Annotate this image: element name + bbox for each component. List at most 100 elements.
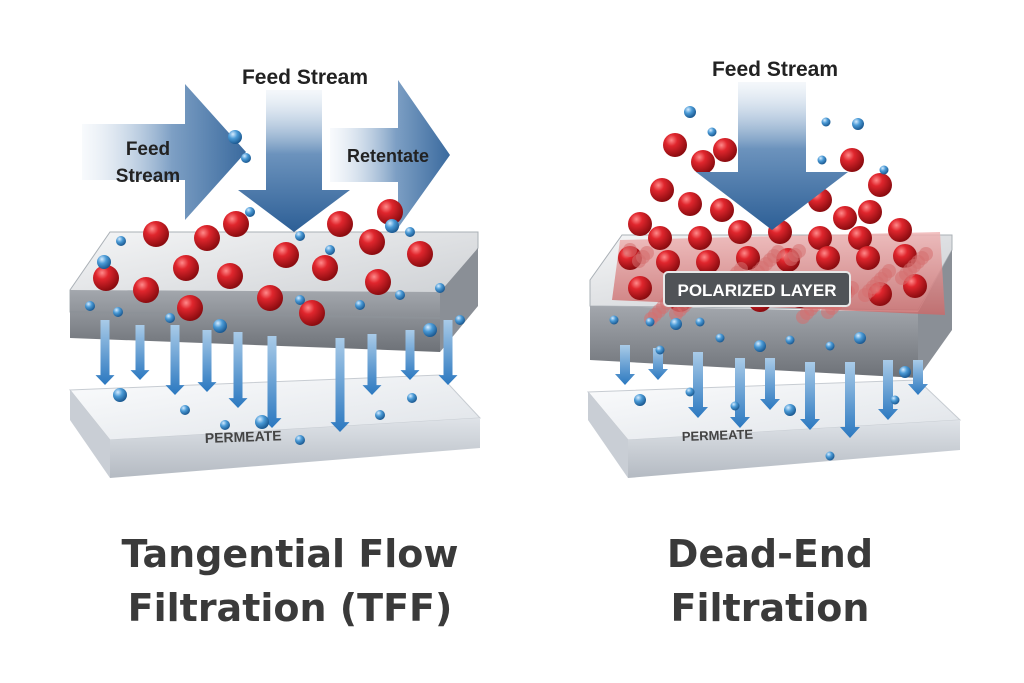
polarized-particle bbox=[632, 254, 646, 268]
retained-particle bbox=[710, 198, 734, 222]
solute-particle bbox=[395, 290, 405, 300]
polarized-particle bbox=[623, 243, 637, 257]
retained-particle bbox=[650, 178, 674, 202]
feed-stream-top-label: Feed Stream bbox=[712, 58, 838, 81]
polarized-particle bbox=[669, 307, 683, 321]
feed-side-arrow bbox=[82, 84, 246, 220]
solute-particle bbox=[899, 366, 911, 378]
solute-particle bbox=[821, 117, 831, 127]
solute-particle bbox=[220, 420, 230, 430]
permeate-flow-arrow bbox=[362, 334, 382, 395]
retained-particle bbox=[888, 218, 912, 242]
polarized-particle bbox=[821, 305, 835, 319]
retained-particle bbox=[327, 211, 353, 237]
solute-particle bbox=[295, 231, 305, 241]
retained-particle bbox=[696, 250, 720, 274]
retained-particle bbox=[816, 246, 840, 270]
solute-particle bbox=[852, 118, 864, 130]
permeate-flow-arrow bbox=[400, 330, 420, 380]
solute-particle bbox=[255, 415, 269, 429]
retained-particle bbox=[133, 277, 159, 303]
permeate-flow-arrow bbox=[908, 360, 928, 395]
solute-particle bbox=[785, 335, 795, 345]
dead-end-panel: PERMEATE Feed Stream POLARIZED LAYER bbox=[586, 58, 962, 478]
retained-particle bbox=[143, 221, 169, 247]
solute-particle bbox=[241, 153, 251, 163]
retained-particle bbox=[868, 173, 892, 197]
solute-particle bbox=[695, 317, 705, 327]
solute-particle bbox=[655, 345, 665, 355]
solute-particle bbox=[890, 395, 900, 405]
feed-stream-side-label-line2: Stream bbox=[116, 166, 180, 187]
polarized-particle bbox=[858, 288, 872, 302]
retained-particle bbox=[273, 242, 299, 268]
permeate-flow-arrow bbox=[615, 345, 635, 385]
permeate-label: PERMEATE bbox=[205, 427, 282, 446]
retained-particle bbox=[173, 255, 199, 281]
solute-particle bbox=[825, 341, 835, 351]
retentate-arrow bbox=[330, 80, 450, 228]
feed-stream-top-label: Feed Stream bbox=[242, 66, 368, 89]
retained-particle bbox=[628, 276, 652, 300]
tff-title-line1: Tangential Flow bbox=[121, 532, 459, 576]
solute-particle bbox=[116, 236, 126, 246]
retained-particle bbox=[688, 226, 712, 250]
polarized-particle bbox=[784, 252, 798, 266]
retained-particle bbox=[194, 225, 220, 251]
retained-particle bbox=[840, 148, 864, 172]
retained-particle bbox=[848, 226, 872, 250]
retained-particle bbox=[177, 295, 203, 321]
retained-particle bbox=[713, 138, 737, 162]
retained-particle bbox=[858, 200, 882, 224]
retained-particle bbox=[856, 246, 880, 270]
particles bbox=[85, 130, 465, 445]
permeate-flow-arrow bbox=[228, 332, 248, 408]
solute-particle bbox=[97, 255, 111, 269]
retained-particle bbox=[257, 285, 283, 311]
solute-particle bbox=[645, 317, 655, 327]
solute-particle bbox=[85, 301, 95, 311]
retained-particle bbox=[299, 300, 325, 326]
permeate-label: PERMEATE bbox=[682, 427, 754, 444]
solute-particle bbox=[113, 307, 123, 317]
solute-particle bbox=[670, 318, 682, 330]
dead-end-title-line2: Filtration bbox=[670, 586, 870, 630]
solute-particle bbox=[423, 323, 437, 337]
retained-particle bbox=[312, 255, 338, 281]
permeate-flow-arrow bbox=[800, 362, 820, 430]
solute-particle bbox=[213, 319, 227, 333]
solute-particle bbox=[879, 165, 889, 175]
solute-particle bbox=[684, 106, 696, 118]
permeate-flow-arrow bbox=[438, 320, 458, 385]
polarized-layer-badge: POLARIZED LAYER bbox=[663, 271, 851, 307]
retained-particle bbox=[808, 226, 832, 250]
permeate-flow-arrow bbox=[648, 348, 668, 380]
solute-particle bbox=[435, 283, 445, 293]
permeate-flow-arrow bbox=[197, 330, 217, 392]
retained-particle bbox=[691, 150, 715, 174]
solute-particle bbox=[634, 394, 646, 406]
retained-particle bbox=[663, 133, 687, 157]
tff-panel: PERMEATE Feed Stream Feed Stream Retenta… bbox=[68, 66, 482, 478]
solute-particle bbox=[113, 388, 127, 402]
permeate-flow-arrow bbox=[878, 360, 898, 420]
solute-particle bbox=[407, 393, 417, 403]
permeate-flow-arrow bbox=[262, 336, 282, 428]
solute-particle bbox=[295, 435, 305, 445]
feed-down-arrow bbox=[238, 90, 350, 232]
solute-particle bbox=[825, 451, 835, 461]
solute-particle bbox=[455, 315, 465, 325]
solute-particle bbox=[754, 340, 766, 352]
solute-particle bbox=[385, 219, 399, 233]
polarized-particle bbox=[796, 310, 810, 324]
retained-particle bbox=[628, 212, 652, 236]
feed-stream-side-label-line1: Feed bbox=[126, 139, 170, 160]
solute-particle bbox=[854, 332, 866, 344]
solute-particle bbox=[228, 130, 242, 144]
solute-particle bbox=[730, 401, 740, 411]
permeate-flow-arrow bbox=[165, 325, 185, 395]
solute-particle bbox=[609, 315, 619, 325]
solute-particle bbox=[180, 405, 190, 415]
dead-end-title: Dead-End Filtration bbox=[560, 527, 980, 635]
